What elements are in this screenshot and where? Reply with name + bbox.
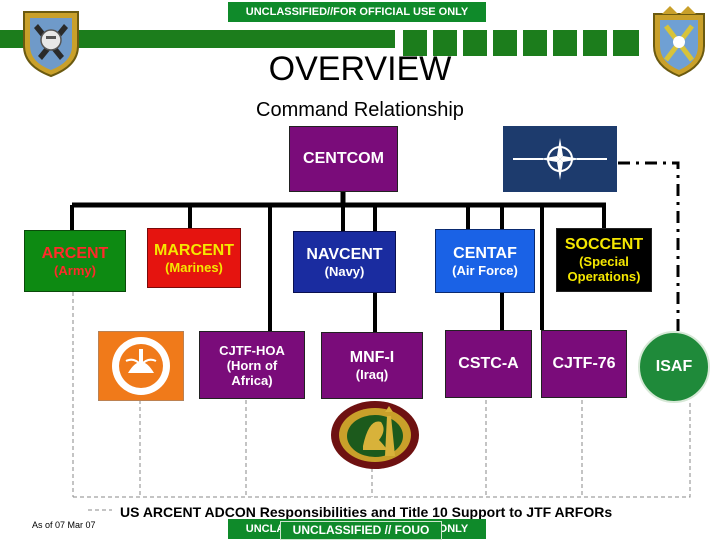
centaf-sublabel: (Air Force) — [452, 262, 518, 278]
centcom-box[interactable]: CENTCOM — [289, 126, 398, 192]
cjtf-76-label: CJTF-76 — [552, 355, 616, 372]
header-square — [523, 30, 547, 56]
navcent-box[interactable]: NAVCENT (Navy) — [293, 231, 396, 293]
header-bar-gap — [427, 30, 433, 56]
header-bar-gap — [547, 30, 553, 56]
header-square — [583, 30, 607, 56]
centaf-box[interactable]: CENTAF (Air Force) — [435, 229, 535, 293]
cjtf-hoa-sublabel: (Horn of Africa) — [226, 357, 278, 388]
centaf-label: CENTAF — [453, 244, 517, 262]
marcent-sublabel: (Marines) — [165, 259, 223, 275]
marcent-label: MARCENT — [154, 241, 234, 259]
isaf-emblem-icon: ISAF — [638, 331, 710, 403]
isaf-label: ISAF — [655, 358, 693, 375]
header-square — [493, 30, 517, 56]
mnc-i-emblem-icon — [331, 401, 419, 469]
cjtf-hoa-label: CJTF-HOA — [219, 342, 285, 358]
page-subtitle: Command Relationship — [256, 99, 464, 121]
arcent-box[interactable]: ARCENT (Army) — [24, 230, 126, 292]
arcent-sublabel: (Army) — [54, 262, 96, 278]
header-bar-gap — [577, 30, 583, 56]
cjtf-76-box[interactable]: CJTF-76 — [541, 330, 627, 398]
soccent-label: SOCCENT — [564, 236, 644, 253]
header-bar-gap — [457, 30, 463, 56]
mnf-i-sublabel: (Iraq) — [355, 367, 389, 382]
knight-shield-emblem — [23, 11, 79, 78]
soccent-box[interactable]: SOCCENT (Special Operations) — [556, 228, 652, 292]
page-title: OVERVIEW — [268, 50, 452, 88]
as-of-date: As of 07 Mar 07 — [32, 520, 96, 530]
arcent-label: ARCENT — [41, 244, 109, 262]
nato-flag-icon — [503, 126, 617, 192]
centcom-label: CENTCOM — [303, 150, 384, 167]
classification-overlay: UNCLASSIFIED // FOUO — [280, 521, 442, 540]
header-bar-gap — [395, 30, 403, 56]
marcent-box[interactable]: MARCENT (Marines) — [147, 228, 241, 288]
mnf-i-label: MNF-I — [349, 349, 395, 366]
navcent-label: NAVCENT — [306, 245, 383, 263]
cstc-a-box[interactable]: CSTC-A — [445, 330, 532, 398]
soccent-sublabel: (Special Operations) — [567, 254, 641, 284]
cstc-a-label: CSTC-A — [458, 355, 519, 372]
footer-caption: US ARCENT ADCON Responsibilities and Tit… — [120, 504, 613, 520]
header-square — [463, 30, 487, 56]
intelligence-shield-emblem — [653, 6, 705, 78]
header-bar-gap — [607, 30, 613, 56]
cjtf-hoa-box[interactable]: CJTF-HOA (Horn of Africa) — [199, 331, 305, 399]
classification-banner-top: UNCLASSIFIED//FOR OFFICIAL USE ONLY — [228, 2, 486, 22]
header-bar-gap — [517, 30, 523, 56]
header-square — [553, 30, 577, 56]
header-square — [433, 30, 457, 56]
header-bar-gap — [487, 30, 493, 56]
classification-overlay-label: UNCLASSIFIED // FOUO — [292, 523, 430, 537]
header-square — [613, 30, 639, 56]
mfo-emblem-icon — [98, 331, 184, 401]
mnf-i-box[interactable]: MNF-I (Iraq) — [321, 332, 423, 399]
header-square — [403, 30, 427, 56]
navcent-sublabel: (Navy) — [324, 263, 365, 279]
